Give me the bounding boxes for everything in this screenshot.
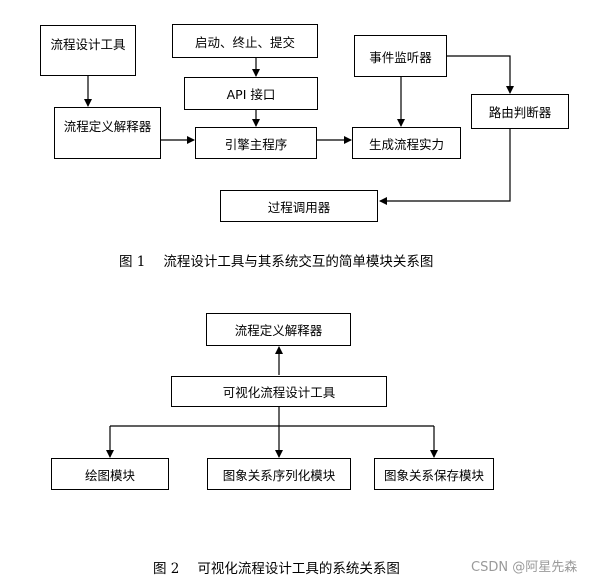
node-event-listener: 事件监听器 (354, 35, 447, 77)
node-router: 路由判断器 (471, 94, 569, 129)
figure2-caption-number: 图 2 (153, 561, 180, 577)
arrow-router-to-scheduler (379, 128, 511, 205)
node-draw-module: 绘图模块 (51, 458, 169, 490)
arrow-listener-to-router (447, 55, 514, 94)
node-flow-design-tool: 流程设计工具 (40, 25, 136, 76)
node-engine-main: 引擎主程序 (195, 127, 317, 159)
figure2-caption-text: 可视化流程设计工具的系统关系图 (197, 561, 400, 577)
node-start-stop-submit: 启动、终止、提交 (172, 24, 318, 58)
node-serialize-module: 图象关系序列化模块 (207, 458, 351, 490)
figure1-caption-number: 图 1 (119, 254, 146, 270)
node-save-module: 图象关系保存模块 (374, 458, 494, 490)
node-flow-def-interpreter: 流程定义解释器 (54, 107, 161, 159)
node-api-interface: API 接口 (184, 77, 318, 110)
node-process-scheduler: 过程调用器 (220, 190, 378, 222)
watermark: CSDN @阿星先森 (471, 560, 578, 575)
figure2-caption: 图 2 可视化流程设计工具的系统关系图 (153, 557, 400, 577)
node-fig2-flow-def-interpreter: 流程定义解释器 (206, 313, 351, 346)
figure1-caption-text: 流程设计工具与其系统交互的简单模块关系图 (163, 254, 434, 270)
node-gen-flow-instance: 生成流程实力 (352, 127, 461, 159)
node-visual-flow-tool: 可视化流程设计工具 (171, 376, 387, 407)
figure1-caption: 图 1 流程设计工具与其系统交互的简单模块关系图 (119, 250, 433, 270)
